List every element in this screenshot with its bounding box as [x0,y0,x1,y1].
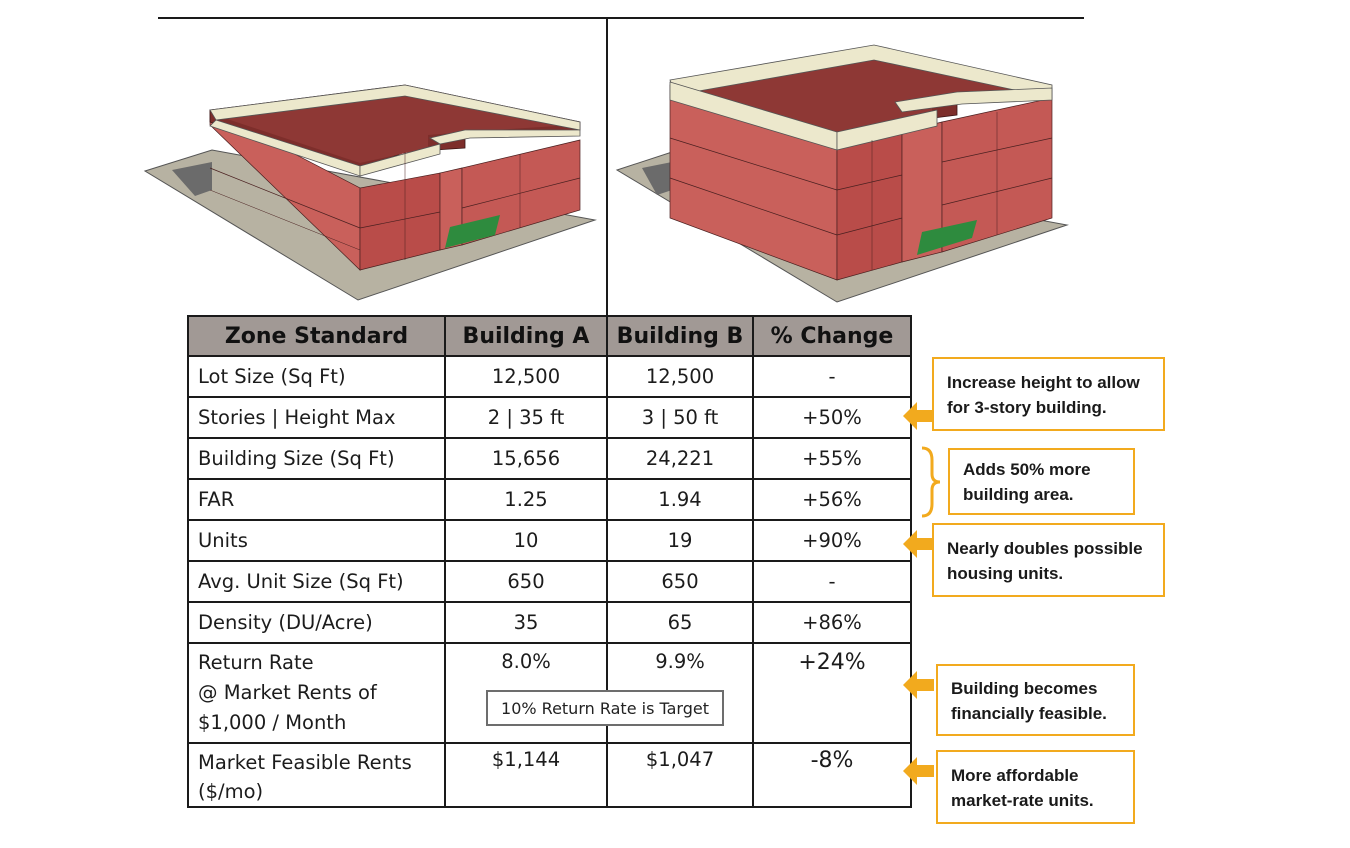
percent-change-value: +55% [752,437,912,480]
row-label-line: $1,000 / Month [198,711,347,734]
building-b-value: 24,221 [606,437,754,480]
callout-line: for 3-story building. [947,398,1107,417]
table-row: Stories | Height Max 2 | 35 ft 3 | 50 ft… [187,396,912,439]
callout-line: More affordable [951,766,1079,785]
table-row: Lot Size (Sq Ft) 12,500 12,500 - [187,355,912,398]
percent-change-value: +24% [752,642,912,744]
callout-line: Nearly doubles possible [947,539,1143,558]
row-label-line: Return Rate [198,651,314,674]
building-b-value: 19 [606,519,754,562]
building-b-value: 1.94 [606,478,754,521]
callout-line: housing units. [947,564,1064,583]
row-label: Avg. Unit Size (Sq Ft) [187,560,446,603]
callout-building-area: Adds 50% more building area. [948,448,1135,515]
table-row: Density (DU/Acre) 35 65 +86% [187,601,912,644]
callout-line: market-rate units. [951,791,1094,810]
table-row: Market Feasible Rents ($/mo) $1,144 $1,0… [187,742,912,808]
percent-change-value: - [752,560,912,603]
callout-height-increase: Increase height to allow for 3-story bui… [932,357,1165,431]
row-label: Stories | Height Max [187,396,446,439]
building-b-value: $1,047 [606,742,754,808]
curly-brace-icon [921,446,941,518]
table-row: FAR 1.25 1.94 +56% [187,478,912,521]
percent-change-value: +50% [752,396,912,439]
building-a-value: 1.25 [444,478,608,521]
row-label-line: Market Feasible Rents [198,751,412,774]
callout-housing-units: Nearly doubles possible housing units. [932,523,1165,597]
building-b-value: 12,500 [606,355,754,398]
table-row: Building Size (Sq Ft) 15,656 24,221 +55% [187,437,912,480]
top-divider-line [158,17,1084,19]
table-header-row: Zone Standard Building A Building B % Ch… [187,315,912,357]
percent-change-value: +86% [752,601,912,644]
row-label: Building Size (Sq Ft) [187,437,446,480]
table-row: Units 10 19 +90% [187,519,912,562]
left-arrow-icon [903,671,934,699]
callout-line: financially feasible. [951,704,1107,723]
callout-affordable-units: More affordable market-rate units. [936,750,1135,824]
row-label: Market Feasible Rents ($/mo) [187,742,446,808]
row-label: Lot Size (Sq Ft) [187,355,446,398]
building-a-value: 2 | 35 ft [444,396,608,439]
callout-financially-feasible: Building becomes financially feasible. [936,664,1135,736]
percent-change-value: - [752,355,912,398]
row-label: Units [187,519,446,562]
column-header: Zone Standard [187,315,446,357]
percent-change-value: -8% [752,742,912,808]
percent-change-value: +56% [752,478,912,521]
table-row: Avg. Unit Size (Sq Ft) 650 650 - [187,560,912,603]
row-label-line: ($/mo) [198,780,264,803]
callout-line: building area. [963,485,1074,504]
building-b-3d-model [615,44,1069,303]
building-a-3d-model [143,84,597,301]
callout-line: Adds 50% more [963,460,1091,479]
target-return-note: 10% Return Rate is Target [486,690,724,726]
center-divider-line [606,17,608,315]
building-a-value: 650 [444,560,608,603]
building-a-value: 35 [444,601,608,644]
building-a-value: $1,144 [444,742,608,808]
row-label: Return Rate @ Market Rents of $1,000 / M… [187,642,446,744]
row-label: FAR [187,478,446,521]
column-header: Building B [606,315,754,357]
building-b-value: 650 [606,560,754,603]
callout-line: Building becomes [951,679,1098,698]
zoning-comparison-table: Zone Standard Building A Building B % Ch… [187,315,912,808]
left-arrow-icon [903,530,934,558]
building-b-value: 3 | 50 ft [606,396,754,439]
row-label-line: @ Market Rents of [198,681,377,704]
building-a-value: 15,656 [444,437,608,480]
left-arrow-icon [903,757,934,785]
callout-line: Increase height to allow [947,373,1140,392]
building-a-value: 12,500 [444,355,608,398]
percent-change-value: +90% [752,519,912,562]
table-row: Return Rate @ Market Rents of $1,000 / M… [187,642,912,744]
building-a-value: 10 [444,519,608,562]
column-header: % Change [752,315,912,357]
building-b-value: 65 [606,601,754,644]
row-label: Density (DU/Acre) [187,601,446,644]
column-header: Building A [444,315,608,357]
left-arrow-icon [903,402,934,430]
